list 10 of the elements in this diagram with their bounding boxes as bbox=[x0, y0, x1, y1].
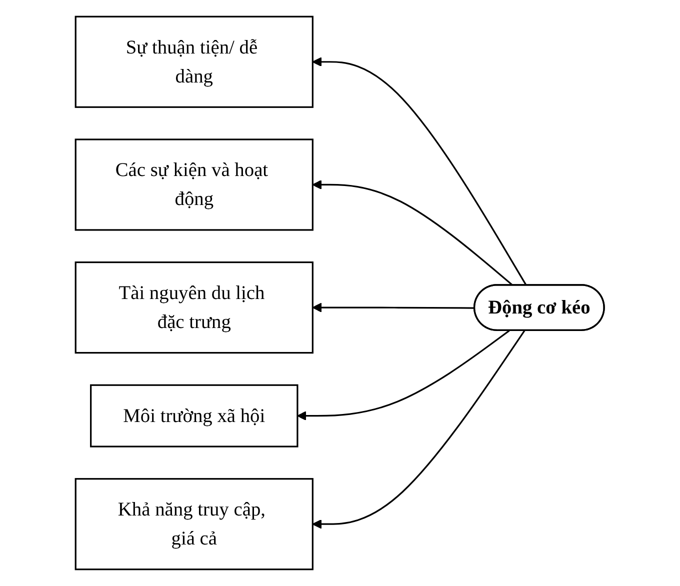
node-box: Các sự kiện và hoạt động bbox=[74, 138, 314, 231]
node-box: Tài nguyên du lịch đặc trưng bbox=[74, 261, 314, 354]
arrow bbox=[297, 330, 510, 421]
arrow bbox=[312, 302, 475, 312]
arrow bbox=[312, 180, 514, 286]
node-box: Sự thuận tiện/ dễ dàng bbox=[74, 16, 314, 108]
arrow bbox=[312, 330, 526, 529]
node-box: Khả năng truy cập, giá cả bbox=[74, 478, 314, 570]
node-box: Môi trường xã hội bbox=[90, 384, 298, 448]
arrow bbox=[312, 57, 528, 286]
